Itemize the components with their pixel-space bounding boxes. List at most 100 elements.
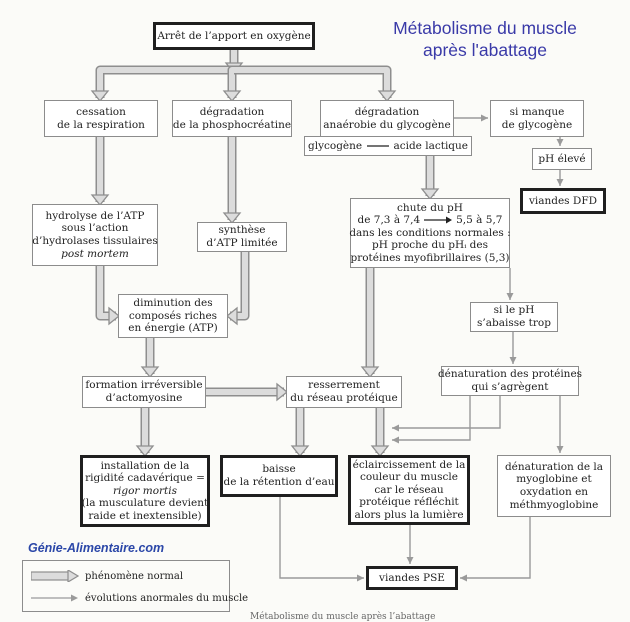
node-text-italic: post mortem [61, 247, 129, 260]
thin-arrow-icon [31, 594, 78, 602]
node-text: méthmyoglobine [509, 498, 599, 511]
node-text: éclaircissement de la [352, 458, 466, 471]
abnormal-connector-26 [460, 517, 531, 579]
node-text: raide et inextensible) [88, 509, 202, 522]
node-text: dans les conditions normales : [349, 226, 511, 239]
normal-connector-4-head [377, 90, 397, 103]
node-rigidite-cadaverique: installation de la rigidité cadavérique … [80, 455, 210, 527]
abnormal-connector-20-head [509, 357, 517, 364]
normal-connector-15-head [370, 445, 390, 458]
node-text: baisse [262, 463, 296, 476]
node-viandes-dfd: viandes DFD [520, 188, 606, 214]
node-text: si le pH [493, 304, 535, 317]
node-chute-ph: chute du pH de 7,3 à 7,4 5,5 à 5,7 dans … [349, 198, 511, 268]
node-text: viandes DFD [528, 194, 598, 207]
node-arret-oxygene: Arrêt de l’apport en oxygène [153, 22, 315, 50]
node-baisse-retention-eau: baisse de la rétention d’eau [220, 455, 338, 497]
normal-connector-4-fill [234, 67, 390, 98]
node-text: couleur du muscle [359, 471, 459, 484]
node-text: diminution des [133, 297, 213, 310]
abnormal-connector-16-head [481, 114, 488, 122]
node-text: myoglobine et [516, 473, 592, 486]
node-text: installation de la [100, 459, 190, 472]
node-resserrement-reseau: resserrement du réseau protéique [286, 376, 402, 408]
node-text: d’actomyosine [105, 392, 183, 404]
abnormal-connector-18-head [556, 179, 564, 186]
site-credit: Génie-Alimentaire.com [28, 541, 165, 555]
abnormal-connector-26-head [460, 574, 467, 582]
normal-connector-11-head [135, 445, 155, 458]
normal-connector-9-head [225, 306, 238, 326]
node-text: si manque [509, 105, 565, 118]
node-hydrolyse-atp: hydrolyse de l’ATP sous l’action d’hydro… [32, 204, 158, 266]
node-text: alors plus la lumière [354, 508, 464, 521]
node-degradation-glycogene: dégradation anaérobie du glycogène [320, 100, 454, 137]
node-text: dénaturation des protéines [437, 368, 583, 381]
node-cessation-respiration: cessation de la respiration [44, 100, 158, 137]
normal-connector-2-fill [97, 67, 234, 98]
node-text: de la phosphocréatine [172, 118, 292, 131]
node-text: qui s’agrègent [471, 381, 549, 393]
node-text: pH élevé [538, 152, 586, 165]
abnormal-connector-24 [279, 497, 364, 579]
node-text: s’abaisse trop [477, 317, 551, 329]
normal-connector-3-head [222, 90, 242, 103]
node-eclaircissement-couleur: éclaircissement de la couleur du muscle … [348, 455, 470, 525]
normal-connector-13-head [276, 382, 289, 402]
normal-connector-3-fill [229, 67, 235, 98]
node-denaturation-myoglobine: dénaturation de la myoglobine et oxydati… [497, 455, 611, 517]
node-diminution-atp: diminution des composés riches en énergi… [118, 294, 228, 338]
title-line-2: après l'abattage [423, 40, 547, 60]
abnormal-connector-17-head [556, 139, 564, 146]
normal-connector-8-fill [97, 266, 116, 319]
node-text: resserrement [308, 379, 380, 392]
abnormal-connector-25-head [406, 557, 414, 564]
diagram-title: Métabolisme du muscle après l'abattage [360, 17, 610, 61]
node-text: rigidité cadavérique = [85, 472, 205, 485]
node-text: anaérobie du glycogène [323, 118, 451, 131]
legend-label-anormal: évolutions anormales du muscle [85, 592, 249, 604]
abnormal-connector-24-head [357, 574, 364, 582]
node-glycogene-acide-lactique: glycogène acide lactique [304, 136, 472, 156]
node-text: en énergie (ATP) [128, 322, 218, 335]
legend-row-normal: phénomène normal [31, 569, 183, 583]
node-text: synthèse [218, 224, 266, 237]
arrow-right-icon [367, 145, 390, 147]
node-abaisse-ph: si le pH s’abaisse trop [470, 302, 558, 332]
node-ph-eleve: pH élevé [532, 148, 592, 170]
title-line-1: Métabolisme du muscle [393, 18, 577, 38]
normal-connector-6-head [222, 212, 242, 225]
normal-connector-5-head [90, 194, 110, 207]
node-text: protéique réfléchit [359, 496, 459, 509]
normal-connector-4-edge [234, 65, 392, 98]
node-text: de 7,3 à 7,4 [357, 214, 421, 227]
ph-range-row: de 7,3 à 7,4 5,5 à 5,7 [358, 214, 503, 227]
thick-arrow-icon [31, 570, 79, 582]
node-manque-glycogene: si manque de glycogène [490, 100, 584, 137]
node-text: sous l’action [61, 222, 129, 235]
node-text: pH proche du pHᵢ des [372, 239, 488, 252]
legend: phénomène normal évolutions anormales du… [22, 560, 248, 612]
arrow-right-icon [424, 216, 453, 224]
node-text: composés riches [128, 309, 218, 322]
normal-connector-12-head [360, 366, 380, 379]
normal-connector-14-head [290, 445, 310, 458]
node-text: du réseau protéique [290, 392, 398, 404]
node-text: glycogène [308, 139, 363, 152]
abnormal-connector-22 [392, 396, 501, 429]
node-text: Arrêt de l’apport en oxygène [157, 29, 311, 42]
node-text: viandes PSE [379, 571, 445, 584]
node-text: cessation [76, 105, 126, 118]
normal-connector-2-head [90, 90, 110, 103]
node-text: hydrolyse de l’ATP [45, 209, 145, 222]
normal-connector-2-edge [95, 65, 234, 98]
node-text: protéines myofibrillaires (5,3) [350, 251, 510, 264]
abnormal-connector-21-head [556, 446, 564, 453]
node-text: de glycogène [501, 118, 573, 131]
node-text: dégradation [199, 105, 265, 118]
abnormal-connector-23 [392, 396, 471, 441]
normal-connector-7-head [420, 188, 440, 201]
abnormal-connector-23-head [392, 436, 399, 444]
